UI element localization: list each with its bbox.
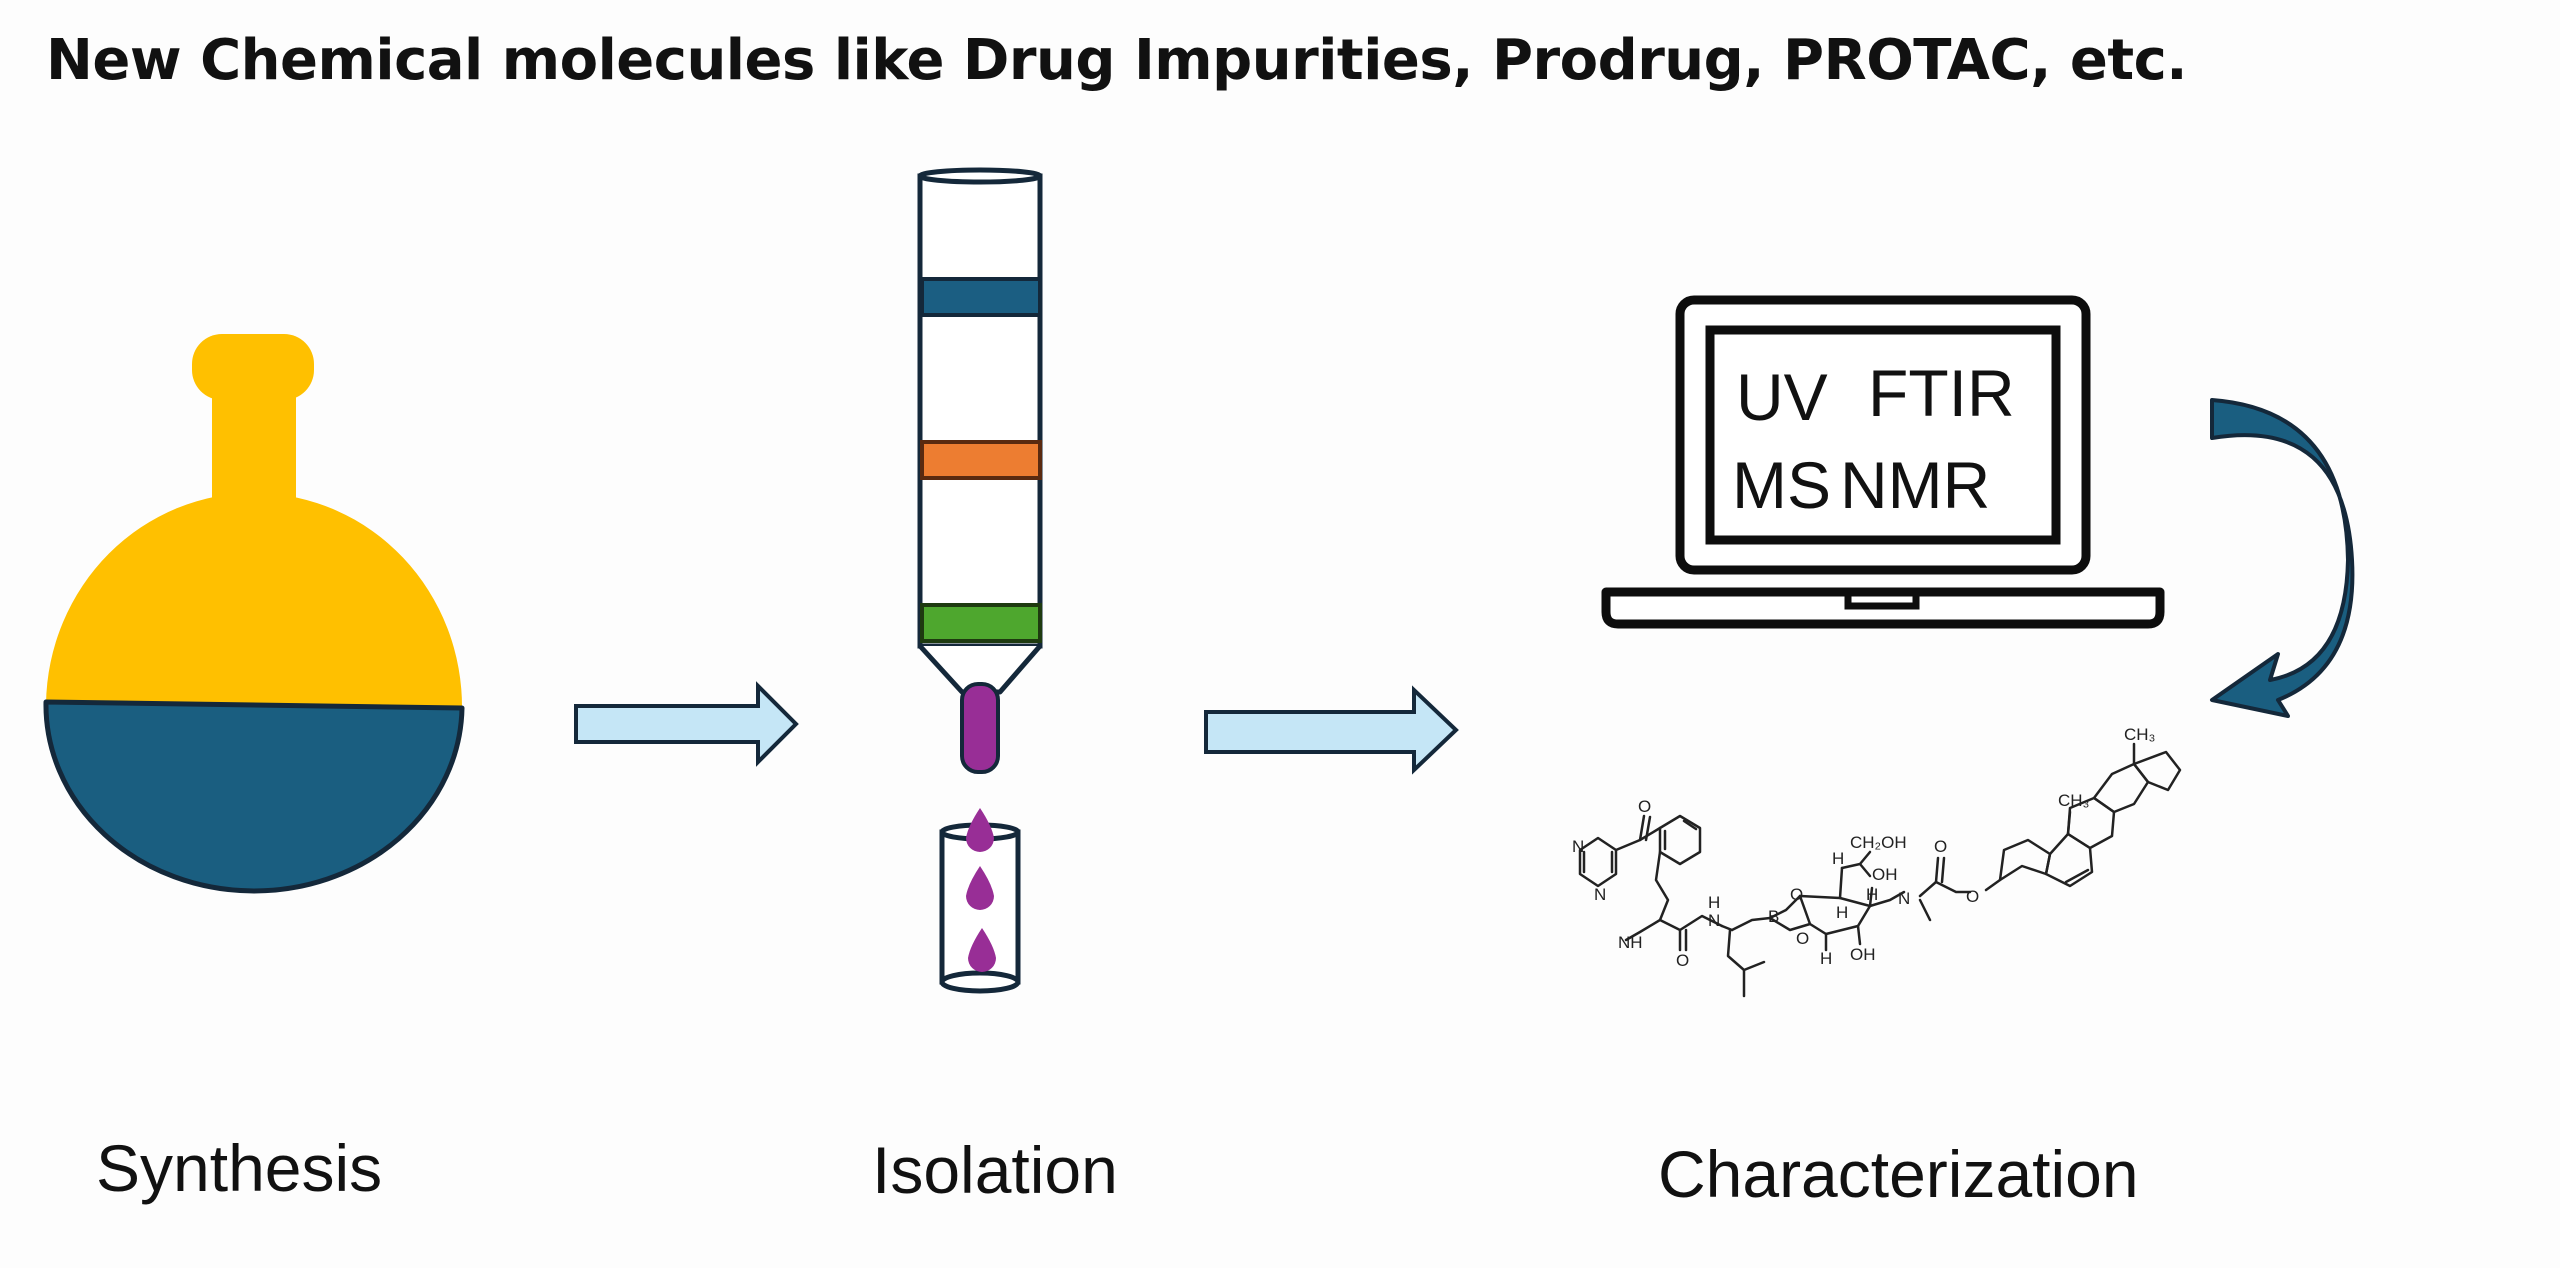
flask-lower-liquid [43,699,465,894]
svg-text:O: O [1966,887,1979,906]
svg-text:O: O [1796,929,1809,948]
page-title: New Chemical molecules like Drug Impurit… [46,28,2188,93]
band-green [920,603,1042,643]
svg-text:CH₃: CH₃ [2058,791,2089,810]
droplet-icon [966,866,994,910]
arrow-right-icon [574,681,799,767]
svg-text:O: O [1790,885,1803,904]
arrow-right-icon [1204,685,1459,775]
svg-text:H: H [1836,903,1848,922]
technique-ftir: FTIR [1868,356,2015,430]
step-label-isolation: Isolation [872,1133,1118,1207]
step-label-characterization: Characterization [1658,1137,2139,1211]
svg-text:OH: OH [1850,945,1876,964]
technique-ms: MS [1732,448,1831,522]
svg-text:H: H [1866,885,1878,904]
molecule-structure [1578,742,2182,998]
laptop-icon: UV FTIR MS NMR [1601,295,2165,629]
droplet-icon [968,928,996,972]
svg-text:H: H [1708,893,1720,912]
molecule-labels: N N O NH O H N B O O CH₂OH OH H H H H OH… [1572,725,2155,970]
droplet-icon [966,808,994,852]
svg-text:CH₂OH: CH₂OH [1850,833,1907,852]
svg-text:O: O [1638,797,1651,816]
svg-text:NH: NH [1618,933,1643,952]
flask-upper-liquid [46,492,463,710]
curved-arrow-icon [2210,398,2355,718]
collection-tube-icon [939,822,1021,994]
svg-text:O: O [1934,837,1947,856]
svg-text:CH₃: CH₃ [2124,725,2155,744]
svg-text:H: H [1832,849,1844,868]
step-label-synthesis: Synthesis [96,1131,383,1205]
band-blue [920,277,1042,317]
svg-text:N: N [1594,885,1606,904]
svg-text:H: H [1820,949,1832,968]
svg-text:O: O [1676,951,1689,970]
band-orange [920,440,1042,480]
stopcock [960,682,1000,774]
svg-text:N: N [1708,911,1720,930]
chromatography-column-icon [917,167,1043,774]
svg-text:N: N [1898,889,1910,908]
svg-text:OH: OH [1872,865,1898,884]
svg-text:N: N [1572,837,1584,856]
technique-uv: UV [1736,360,1828,434]
svg-text:B: B [1768,907,1779,926]
round-bottom-flask-icon [43,334,465,894]
technique-nmr: NMR [1840,448,1990,522]
